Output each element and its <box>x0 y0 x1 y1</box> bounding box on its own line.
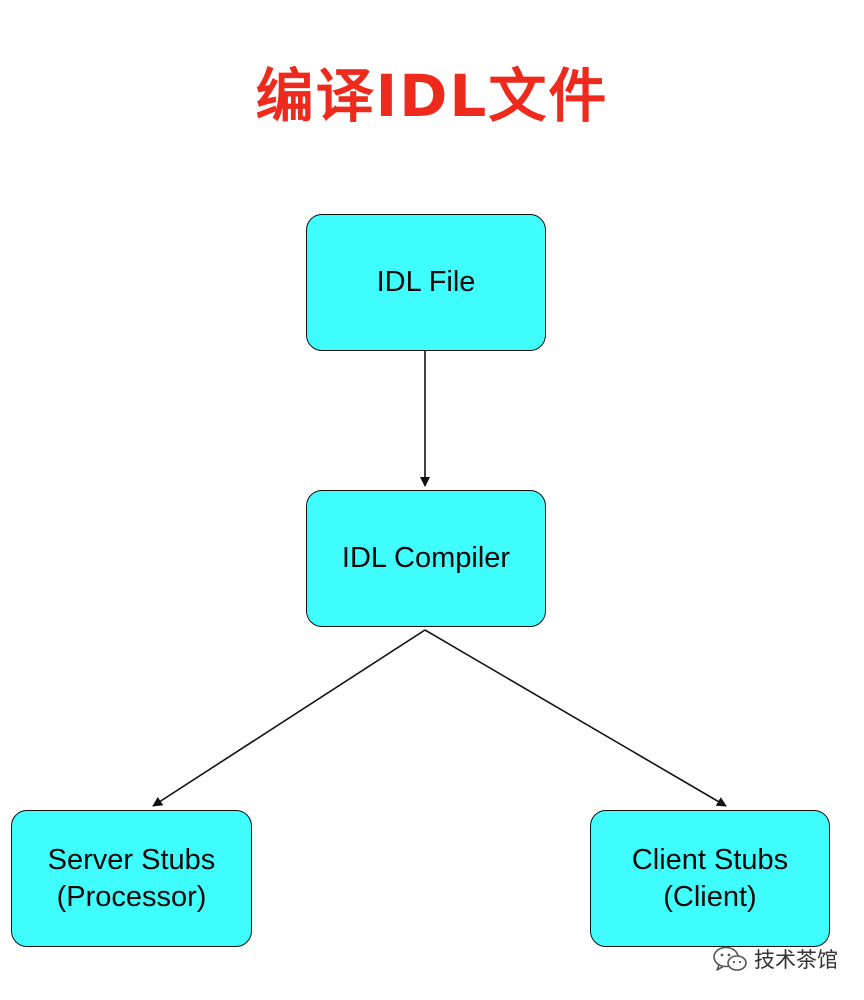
node-client-stubs-sublabel: (Client) <box>663 880 757 913</box>
node-client-stubs: Client Stubs (Client) <box>590 810 830 947</box>
node-server-stubs-label: Server Stubs <box>47 843 216 876</box>
diagram-title: 编译IDL文件 <box>255 62 609 130</box>
watermark-text: 技术茶馆 <box>754 948 838 972</box>
watermark: 技术茶馆 <box>712 944 838 974</box>
edge-compiler-to-server-stubs <box>152 629 426 807</box>
edge-compiler-to-client-stubs <box>424 629 727 807</box>
node-idl-file-label: IDL File <box>376 266 476 298</box>
node-server-stubs-sublabel: (Processor) <box>56 880 207 913</box>
node-idl-compiler-label: IDL Compiler <box>341 542 511 574</box>
wechat-icon <box>713 946 747 971</box>
node-server-stubs: Server Stubs (Processor) <box>11 810 252 947</box>
node-idl-file: IDL File <box>306 214 546 351</box>
node-client-stubs-label: Client Stubs <box>631 843 789 876</box>
node-idl-compiler: IDL Compiler <box>306 490 546 627</box>
